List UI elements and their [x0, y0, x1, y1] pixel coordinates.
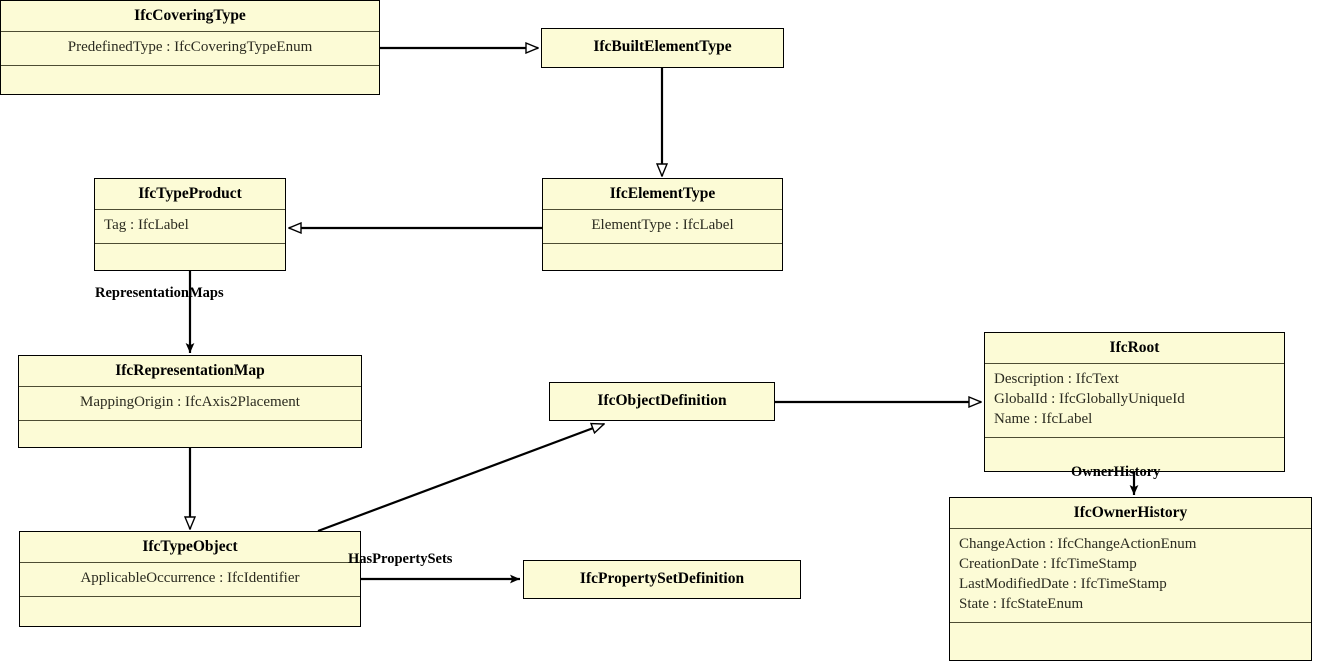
class-box-ifcpropertysetdefinition[interactable]: IfcPropertySetDefinition	[523, 560, 801, 599]
class-title-ifcrepresentationmap: IfcRepresentationMap	[19, 356, 361, 387]
class-operations-ifcrepresentationmap	[19, 420, 361, 447]
attribute-row: CreationDate : IfcTimeStamp	[959, 556, 1137, 573]
class-title-ifcelementtype: IfcElementType	[543, 179, 782, 210]
class-title-ifctypeobject: IfcTypeObject	[20, 532, 360, 563]
class-title-ifctypeproduct: IfcTypeProduct	[95, 179, 285, 210]
attribute-row: MappingOrigin : IfcAxis2Placement	[80, 394, 300, 411]
attribute-row: PredefinedType : IfcCoveringTypeEnum	[67, 39, 313, 56]
class-box-ifctypeobject[interactable]: IfcTypeObject ApplicableOccurrence : Ifc…	[19, 531, 361, 627]
attribute-row: GlobalId : IfcGloballyUniqueId	[994, 391, 1185, 408]
class-box-ifcelementtype[interactable]: IfcElementType ElementType : IfcLabel	[542, 178, 783, 271]
class-title-ifcpropertysetdefinition: IfcPropertySetDefinition	[524, 561, 800, 598]
attribute-row: ApplicableOccurrence : IfcIdentifier	[80, 570, 300, 587]
attribute-row: Tag : IfcLabel	[104, 217, 189, 234]
class-title-ifcbuiltelementtype: IfcBuiltElementType	[542, 29, 783, 66]
class-attributes-ifcownerhistory: ChangeAction : IfcChangeActionEnum Creat…	[950, 528, 1311, 622]
class-box-ifctypeproduct[interactable]: IfcTypeProduct Tag : IfcLabel	[94, 178, 286, 271]
class-box-ifcrepresentationmap[interactable]: IfcRepresentationMap MappingOrigin : Ifc…	[18, 355, 362, 448]
attribute-row: Description : IfcText	[994, 371, 1119, 388]
class-operations-ifccoveringtype	[1, 65, 379, 94]
edge-label-haspropertysets: HasPropertySets	[348, 551, 453, 567]
attribute-row: Name : IfcLabel	[994, 410, 1093, 427]
class-attributes-ifctypeobject: ApplicableOccurrence : IfcIdentifier	[20, 562, 360, 597]
class-operations-ifctypeobject	[20, 596, 360, 626]
class-title-ifcroot: IfcRoot	[985, 333, 1284, 364]
class-title-ifcownerhistory: IfcOwnerHistory	[950, 498, 1311, 529]
attribute-row: ChangeAction : IfcChangeActionEnum	[959, 536, 1197, 553]
class-box-ifcownerhistory[interactable]: IfcOwnerHistory ChangeAction : IfcChange…	[949, 497, 1312, 661]
class-title-ifccoveringtype: IfcCoveringType	[1, 1, 379, 32]
class-operations-ifcelementtype	[543, 243, 782, 270]
attribute-row: ElementType : IfcLabel	[591, 217, 734, 234]
class-title-ifcobjectdefinition: IfcObjectDefinition	[550, 383, 774, 420]
class-box-ifcroot[interactable]: IfcRoot Description : IfcText GlobalId :…	[984, 332, 1285, 472]
class-attributes-ifcelementtype: ElementType : IfcLabel	[543, 209, 782, 244]
class-box-ifcobjectdefinition[interactable]: IfcObjectDefinition	[549, 382, 775, 421]
attribute-row: LastModifiedDate : IfcTimeStamp	[959, 575, 1167, 592]
class-operations-ifctypeproduct	[95, 243, 285, 270]
class-attributes-ifctypeproduct: Tag : IfcLabel	[95, 209, 285, 244]
attribute-row: State : IfcStateEnum	[959, 595, 1084, 612]
class-box-ifcbuiltelementtype[interactable]: IfcBuiltElementType	[541, 28, 784, 68]
class-operations-ifcroot	[985, 436, 1284, 471]
class-box-ifccoveringtype[interactable]: IfcCoveringType PredefinedType : IfcCove…	[0, 0, 380, 95]
edge-label-representationmaps: RepresentationMaps	[95, 285, 224, 301]
class-attributes-ifccoveringtype: PredefinedType : IfcCoveringTypeEnum	[1, 31, 379, 66]
class-attributes-ifcrepresentationmap: MappingOrigin : IfcAxis2Placement	[19, 386, 361, 421]
class-operations-ifcownerhistory	[950, 621, 1311, 660]
edge-label-ownerhistory: OwnerHistory	[1071, 464, 1161, 480]
class-attributes-ifcroot: Description : IfcText GlobalId : IfcGlob…	[985, 363, 1284, 437]
